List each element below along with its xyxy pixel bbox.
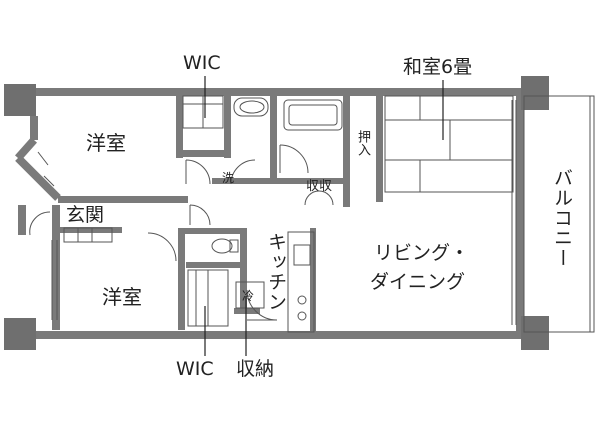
label-youshitsu-lower: 洋室 [102, 285, 142, 309]
label-living-1: リビング・ [374, 242, 470, 264]
label-living-2: ダイニング [370, 271, 466, 293]
fridge-space [235, 281, 265, 309]
label-wic-upper: WIC [183, 52, 221, 74]
label-shuushuu: 収収 [306, 179, 333, 194]
label-genkan: 玄関 [66, 204, 105, 226]
shoe-cabinet [63, 227, 113, 243]
kitchen-counter [287, 231, 315, 333]
label-shuunou: 収納 [236, 358, 275, 380]
label-oshiire: 押入 [355, 130, 370, 156]
bay-wall [15, 116, 61, 201]
balcony [523, 95, 595, 333]
label-wic-lower: WIC [176, 358, 214, 380]
bath [233, 97, 343, 131]
structural-columns [4, 76, 549, 350]
label-balcony: バルコニー [551, 168, 573, 268]
doors [29, 144, 334, 321]
toilet [211, 238, 239, 254]
label-washitsu: 和室6畳 [403, 56, 473, 78]
label-rei: 冷 [242, 289, 255, 303]
label-youshitsu-upper: 洋室 [86, 131, 126, 155]
label-kitchen: キッチン [265, 232, 287, 312]
wic-upper-shelves [182, 95, 224, 129]
interior-walls [58, 92, 383, 332]
outer-walls [18, 88, 524, 339]
tatami [384, 95, 514, 193]
wic-lower-shelves [187, 269, 229, 327]
label-sen: 洗 [222, 171, 235, 185]
